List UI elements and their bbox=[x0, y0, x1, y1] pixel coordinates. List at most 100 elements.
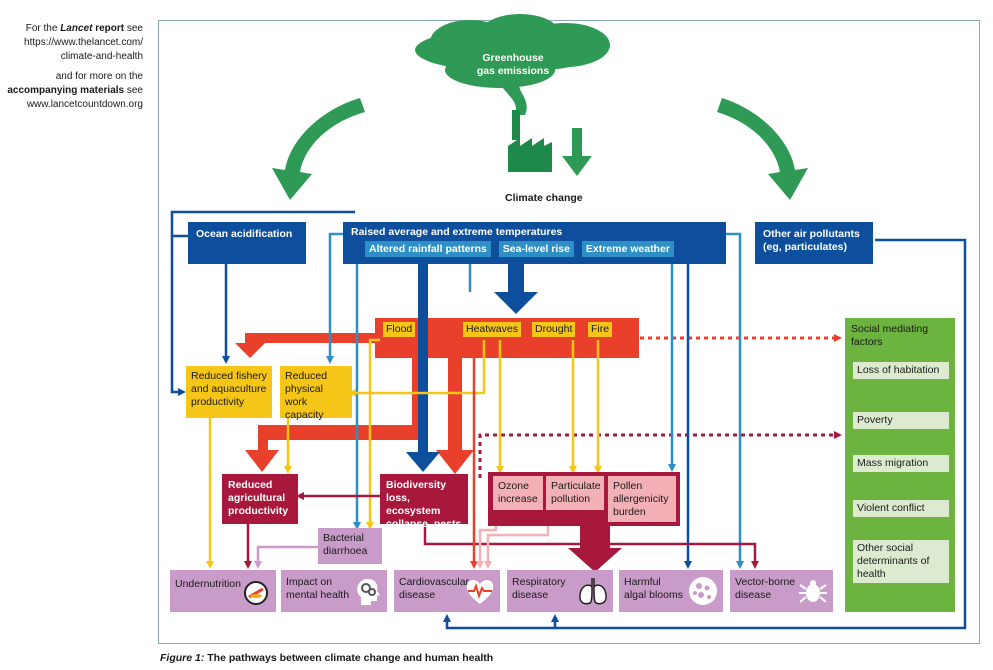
extreme-weather-tag: Extreme weather bbox=[581, 241, 674, 257]
bacterial-line: diarrhoea bbox=[323, 545, 368, 557]
social-item: Mass migration bbox=[853, 455, 949, 472]
social-item: Poverty bbox=[853, 412, 949, 429]
outcome-undernutrition: Undernutrition bbox=[170, 570, 276, 612]
rainfall-tag: Altered rainfall patterns bbox=[365, 241, 491, 257]
fire-tag: Fire bbox=[588, 322, 613, 337]
agri-line: productivity bbox=[228, 505, 289, 517]
pollen-line: allergenicity bbox=[613, 493, 669, 505]
heat-to-work-line bbox=[348, 340, 486, 397]
outcome-label: Undernutrition bbox=[175, 578, 241, 590]
hazard-to-agri-arrow bbox=[245, 355, 428, 472]
emissions-label: Greenhouse gas emissions bbox=[465, 52, 561, 78]
flood-tag: Flood bbox=[383, 322, 416, 337]
materials-bold: accompanying materials bbox=[7, 85, 125, 96]
social-item-line: determinants of bbox=[857, 555, 930, 567]
fishery-line: productivity bbox=[191, 396, 245, 408]
countdown-url[interactable]: www.lancetcountdown.org bbox=[26, 99, 143, 110]
bacterial-to-mental-line bbox=[254, 545, 318, 569]
temperatures-box: Raised average and extreme temperatures … bbox=[343, 222, 726, 264]
social-item-line: health bbox=[857, 568, 886, 580]
social-item: Loss of habitation bbox=[853, 362, 949, 379]
flood-to-fishery-arrow bbox=[235, 333, 395, 358]
figure-caption: Figure 1: The pathways between climate c… bbox=[160, 652, 493, 664]
other-pollutants-box: Other air pollutants (eg, particulates) bbox=[755, 222, 873, 264]
outcome-label: mental health bbox=[286, 589, 350, 601]
agri-line: agricultural bbox=[228, 492, 286, 504]
work-capacity-box: Reduced physical work capacity bbox=[280, 366, 352, 421]
particulate-line: Particulate bbox=[551, 480, 601, 492]
sidebar-text: For the bbox=[25, 23, 61, 34]
pollution-to-cardio-line-2 bbox=[476, 525, 498, 569]
lancet-url-part[interactable]: climate-and-health bbox=[60, 51, 143, 62]
cloud-icon bbox=[415, 14, 610, 115]
social-title-line: Social mediating bbox=[851, 323, 929, 335]
outcome-label: Respiratory bbox=[512, 576, 566, 588]
social-factors-panel: Social mediating factors Loss of habitat… bbox=[845, 318, 955, 612]
ocean-to-fishery-line bbox=[170, 236, 186, 396]
sidebar-note: For the Lancet report see https://www.th… bbox=[0, 22, 143, 112]
emissions-line: gas emissions bbox=[476, 65, 550, 77]
outcome-label: disease bbox=[735, 589, 772, 601]
particulate-line: pollution bbox=[551, 493, 591, 505]
heart-pulse-icon bbox=[466, 579, 494, 604]
pollen-line: Pollen bbox=[613, 480, 643, 492]
outcome-label: Vector-borne bbox=[735, 576, 796, 588]
sea-level-tag: Sea-level rise bbox=[498, 241, 574, 257]
factory-icon bbox=[508, 110, 552, 172]
sidebar-text: see bbox=[124, 23, 143, 34]
emissions-line: Greenhouse bbox=[482, 52, 544, 64]
bio-line: loss, ecosystem bbox=[386, 492, 441, 517]
fishery-line: Reduced fishery bbox=[191, 370, 267, 382]
outcome-respiratory: Respiratory disease bbox=[507, 570, 613, 612]
figure-frame bbox=[158, 20, 980, 644]
caption-label: Figure 1: bbox=[160, 652, 205, 664]
pollen-box: Pollen allergenicity burden bbox=[608, 476, 676, 522]
outcome-vector-borne: Vector-borne disease bbox=[730, 570, 833, 612]
drought-tag: Drought bbox=[532, 322, 576, 337]
work-line: Reduced bbox=[285, 370, 328, 382]
lungs-icon bbox=[579, 578, 607, 605]
biodiversity-to-vector-line bbox=[423, 524, 759, 569]
outcome-label: Impact on bbox=[286, 576, 333, 588]
ozone-box: Ozone increase bbox=[493, 476, 543, 510]
pollution-to-respiratory-arrow bbox=[568, 525, 622, 572]
social-item: Other social determinants of health bbox=[853, 540, 949, 583]
bio-line: Biodiversity bbox=[386, 479, 447, 491]
pollen-line: burden bbox=[613, 506, 646, 518]
particulate-box: Particulate pollution bbox=[546, 476, 604, 510]
hazard-to-biodiversity-arrow bbox=[436, 355, 474, 474]
ocean-loop-line bbox=[170, 210, 355, 238]
temp-to-biodiversity-arrow bbox=[406, 264, 440, 472]
fishery-line: and aquaculture bbox=[191, 383, 267, 395]
temp-to-vector-line bbox=[725, 232, 744, 569]
work-line: capacity bbox=[285, 409, 324, 421]
lancet-url[interactable]: https://www.thelancet.com/ bbox=[24, 37, 143, 48]
outcome-label: Harmful bbox=[624, 576, 661, 588]
report-bold: report bbox=[92, 23, 125, 34]
bio-line: collapse, pests bbox=[386, 518, 462, 530]
head-gears-icon bbox=[357, 578, 380, 605]
outcome-label: algal blooms bbox=[624, 589, 683, 601]
temp-to-hazard-arrow bbox=[494, 264, 538, 314]
outcome-label: Cardiovascular bbox=[399, 576, 470, 588]
pollutants-line: (eg, particulates) bbox=[763, 241, 848, 253]
biodiversity-to-social-dotted bbox=[478, 431, 842, 478]
temperatures-label: Raised average and extreme temperatures bbox=[351, 226, 563, 238]
right-curved-arrow bbox=[717, 98, 808, 200]
agri-line: Reduced bbox=[228, 479, 273, 491]
sidebar-text: and for more on the bbox=[55, 71, 143, 82]
outcome-mental-health: Impact on mental health bbox=[281, 570, 387, 612]
algae-cells-icon bbox=[689, 577, 717, 605]
heatwaves-tag: Heatwaves bbox=[463, 322, 521, 337]
social-item: Violent conflict bbox=[853, 500, 949, 517]
bacterial-line: Bacterial bbox=[323, 532, 364, 544]
bacterial-box: Bacterial diarrhoea bbox=[318, 528, 382, 564]
outcome-label: disease bbox=[399, 589, 436, 601]
biodiversity-box: Biodiversity loss, ecosystem collapse, p… bbox=[380, 474, 468, 530]
tick-icon bbox=[799, 580, 827, 603]
flood-to-bacterial-line bbox=[366, 338, 380, 530]
caption-text: The pathways between climate change and … bbox=[204, 652, 494, 664]
climate-down-arrow bbox=[562, 128, 592, 176]
social-title-line: factors bbox=[851, 336, 883, 348]
climate-change-label: Climate change bbox=[505, 192, 583, 204]
